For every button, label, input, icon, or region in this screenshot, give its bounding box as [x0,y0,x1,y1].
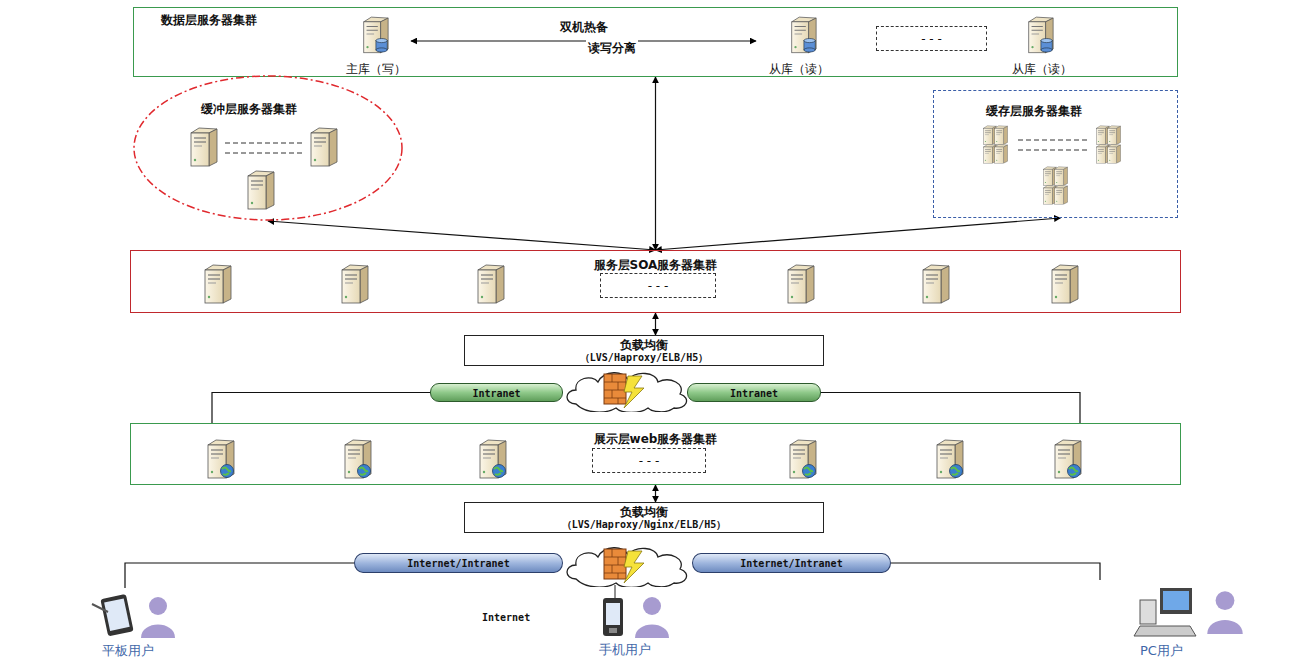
connector [891,563,1100,580]
cluster-box: 主库（写） [341,15,411,77]
node-text: Internet/Intranet [693,554,890,574]
connector [655,77,656,250]
node-text: 缓存层服务器集群 [986,103,1082,120]
cluster-box: 服务层SOA服务器集群- - - [130,250,1181,313]
cluster-box: Intranet [430,383,563,402]
cluster-box: 展示层web服务器集群- - - [130,423,1181,485]
cluster-box: Internet/Intranet [354,553,563,573]
cluster-box: 平板用户 [70,588,185,660]
connector [655,313,656,335]
node-text: 负载均衡 [465,504,823,521]
connector [268,221,656,250]
node-text: 主库（写） [341,61,411,78]
node-text: 服务层SOA服务器集群 [131,257,1180,274]
cluster-box: - - - [876,26,987,51]
connector [655,485,656,502]
cluster-box: PC用户 [1080,580,1260,660]
connector [656,218,1061,250]
cluster-box: Intranet [687,383,821,402]
node-text: 数据层服务器集群 [161,12,257,29]
node-text: （LVS/Haproxy/ELB/H5） [465,351,823,365]
cluster-box: 数据层服务器集群主库（写） 从库（读） - - - 从库（读） [133,7,1178,77]
ellipse-outline [133,75,403,221]
note-label: Internet [480,612,532,623]
node-text: - - - [877,27,986,52]
node-text: 展示层web服务器集群 [131,431,1180,448]
node-text: Intranet [431,384,562,403]
cluster-box: - - - [592,448,706,473]
cluster-box: 缓存层服务器集群 [933,90,1178,218]
node-text: 从库（读） [999,61,1084,78]
edge-label: 双机热备 [558,19,610,36]
node-text: - - - [601,274,715,299]
cluster-box: 手机用户 [570,592,680,660]
node-text: - - - [593,449,705,474]
note-label: 读写分离 [586,40,638,57]
node-text: （LVS/Haproxy/Nginx/ELB/H5） [465,518,823,532]
connector [411,40,756,41]
node-text: PC用户 [1140,642,1183,660]
cluster-box: Internet/Intranet [692,553,891,573]
node-text: 从库（读） [756,61,841,78]
node-text: Intranet [688,384,820,403]
cluster-box: 负载均衡（LVS/Haproxy/Nginx/ELB/H5） [464,502,824,533]
connector [125,563,354,588]
node-text: 手机用户 [570,641,680,659]
connector [821,393,1080,424]
cluster-box: - - - [600,273,716,298]
node-text: 平板用户 [70,642,185,660]
node-text: 缓冲层服务器集群 [201,101,297,118]
cluster-box: 缓冲层服务器集群 [133,75,403,221]
node-text: 负载均衡 [465,337,823,354]
cluster-box: 负载均衡（LVS/Haproxy/ELB/H5） [464,335,824,366]
cluster-box: 从库（读） [756,15,841,77]
node-text: Internet/Intranet [355,554,562,574]
connector [212,393,430,424]
cluster-box: 从库（读） [999,15,1084,77]
